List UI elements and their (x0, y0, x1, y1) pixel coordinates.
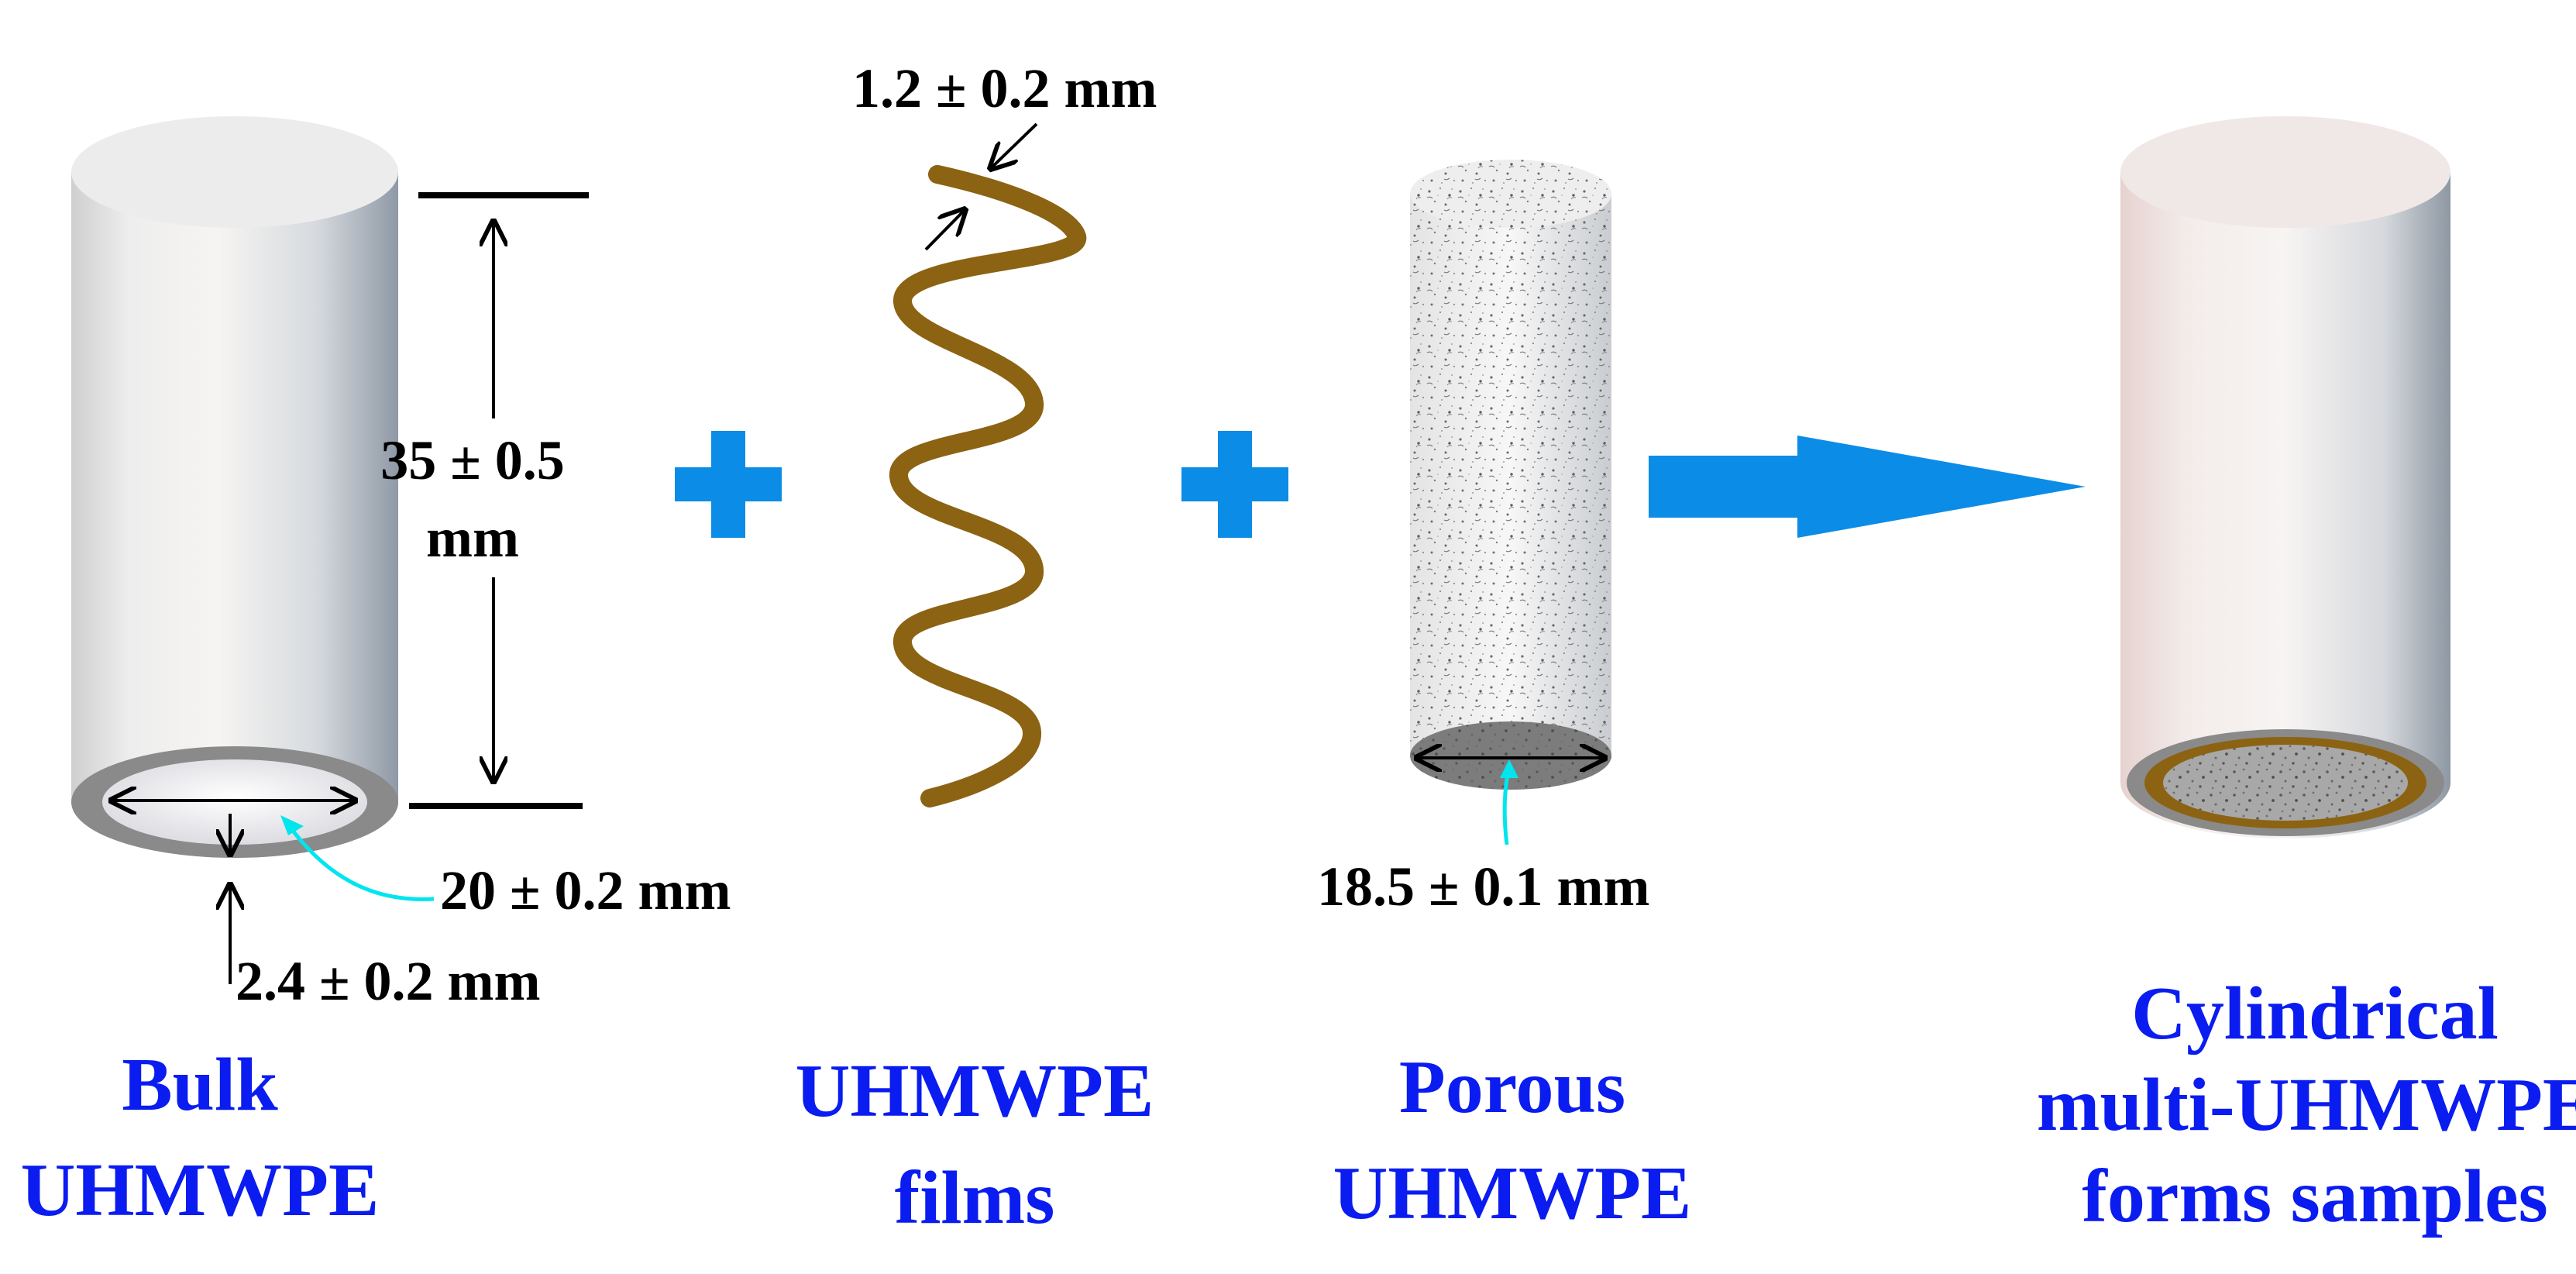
inner-diameter-label: 20 ± 0.2 mm (440, 859, 731, 921)
inner-diameter-pointer (286, 823, 435, 901)
arrow-right-icon (1649, 436, 2086, 538)
bulk-caption-line-2: UHMWPE (21, 1148, 380, 1232)
bulk-tube-top (71, 116, 398, 228)
porous-diameter-pointer (1502, 766, 1512, 845)
result-caption-line-1: Cylindrical (2131, 972, 2499, 1055)
porous-uhmwpe-rod (1410, 160, 1611, 845)
plus-icon (1181, 431, 1288, 538)
bulk-caption-line-1: Bulk (122, 1043, 278, 1127)
result-cylinder (2120, 116, 2450, 838)
bulk-dimension-lines (108, 192, 589, 984)
result-caption-line-3: forms samples (2082, 1155, 2548, 1238)
wall-thickness-label: 2.4 ± 0.2 mm (236, 950, 540, 1012)
porous-diameter-label: 18.5 ± 0.1 mm (1317, 856, 1649, 918)
film-spiral-strip (889, 165, 1086, 807)
film-caption-line-2: films (895, 1156, 1055, 1240)
height-dimension-unit: mm (426, 507, 519, 569)
film-thickness-label: 1.2 ± 0.2 mm (852, 57, 1157, 119)
height-dimension-label: 35 ± 0.5 (380, 429, 565, 491)
bulk-uhmwpe-tube (71, 116, 398, 858)
result-cylinder-top (2120, 116, 2450, 228)
plus-icon (675, 431, 782, 538)
film-thickness-arrow-top (989, 122, 1038, 170)
film-caption-line-1: UHMWPE (796, 1049, 1154, 1133)
bulk-tube-body (71, 172, 398, 858)
uhmwpe-film-spiral (889, 122, 1086, 807)
result-cylinder-body (2120, 172, 2450, 838)
film-thickness-arrow-bottom (924, 208, 967, 251)
porous-caption-line-1: Porous (1399, 1045, 1625, 1129)
result-caption-line-2: multi-UHMWPE (2037, 1063, 2576, 1147)
porous-caption-line-2: UHMWPE (1333, 1152, 1692, 1235)
